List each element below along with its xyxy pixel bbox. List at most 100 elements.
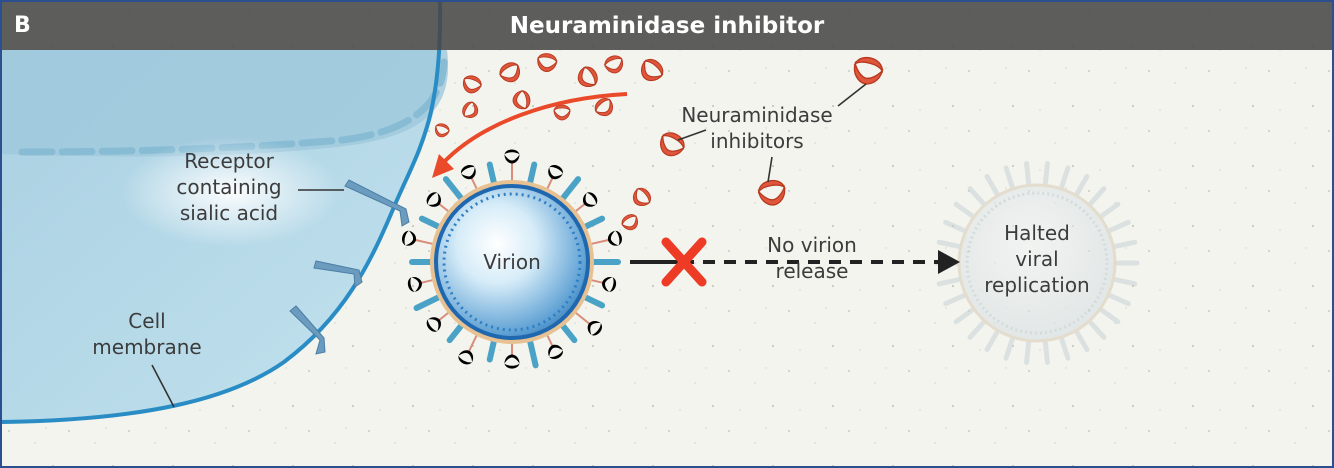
neuraminidase-stalk xyxy=(545,333,554,348)
inhibitor-molecule xyxy=(462,101,479,118)
cell-membrane-label-line1: Cell xyxy=(128,309,166,333)
halted-spike xyxy=(1105,292,1131,307)
inhibitor-molecule xyxy=(462,75,483,94)
virion xyxy=(402,149,622,369)
panel-title: Neuraminidase inhibitor xyxy=(509,13,825,39)
hemagglutinin-spike xyxy=(442,176,466,203)
inhibitor-molecule xyxy=(587,320,602,336)
halted-spike xyxy=(1042,338,1050,365)
inhibitor-molecule xyxy=(461,165,476,180)
inhibitor-molecule xyxy=(607,230,622,246)
neuraminidase-stalk xyxy=(589,238,610,246)
halted-spike xyxy=(1073,328,1090,353)
hemagglutinin-spike xyxy=(486,161,498,188)
neuraminidase-stalk xyxy=(470,176,479,191)
cell-nucleus xyxy=(2,50,449,157)
hemagglutinin-spike xyxy=(526,336,539,369)
release-arrowhead xyxy=(938,250,960,274)
halted-spike xyxy=(936,276,964,287)
inhibitor-molecule xyxy=(577,66,598,87)
halted-spike xyxy=(1097,201,1121,220)
cell-membrane-label-line2: membrane xyxy=(92,335,202,359)
block-x-icon xyxy=(661,237,707,287)
hemagglutinin-spike xyxy=(581,215,606,231)
inhibitors-label-line2: inhibitors xyxy=(710,129,804,153)
halted-label-line1: Halted xyxy=(1004,221,1070,245)
inhibitor-molecule xyxy=(553,104,571,121)
receptor-label: Receptor containing sialic acid xyxy=(154,148,304,226)
halted-spike xyxy=(1058,334,1071,361)
sialic-acid-receptors xyxy=(289,179,410,355)
halted-spike xyxy=(943,219,969,234)
title-bar xyxy=(2,2,1332,50)
hemagglutinin-spike xyxy=(446,321,466,344)
inhibitor-molecule xyxy=(621,214,638,231)
cell-membrane-label: Cell membrane xyxy=(72,308,222,360)
inhibitor-molecule xyxy=(504,354,520,369)
halted-spike xyxy=(984,328,1001,353)
hemagglutinin-spike xyxy=(558,176,582,203)
halted-spike xyxy=(1003,165,1016,192)
halted-spike xyxy=(984,173,1001,198)
halted-label-line3: replication xyxy=(984,273,1090,297)
halted-spike xyxy=(1110,276,1138,287)
halted-spike xyxy=(936,239,964,250)
inhibitor-molecule xyxy=(853,56,884,85)
halted-spike xyxy=(1024,161,1032,188)
neuraminidase-stalk xyxy=(573,202,587,213)
inhibitor-molecule xyxy=(407,276,422,292)
inhibitor-molecule xyxy=(434,123,450,138)
neuraminidase-stalk xyxy=(589,278,604,284)
inhibitors-label: Neuraminidase inhibitors xyxy=(672,102,842,154)
halted-virion xyxy=(934,161,1140,365)
hemagglutinin-spike xyxy=(418,215,443,231)
receptor-label-line1: Receptor xyxy=(184,149,274,173)
halted-spike xyxy=(1073,173,1090,198)
inhibitor-molecule xyxy=(632,187,651,206)
panel-letter: B xyxy=(14,13,31,38)
no-release-label-line1: No virion xyxy=(767,233,857,257)
inhibitor-molecule xyxy=(594,98,613,117)
neuraminidase-stalk xyxy=(467,333,479,353)
neuraminidase-stalk xyxy=(437,202,451,213)
receptor-label-line2: containing xyxy=(176,175,282,199)
inhibitors-label-line1: Neuraminidase xyxy=(681,103,833,127)
halted-spike xyxy=(967,186,988,208)
leader-lines xyxy=(151,83,867,408)
virion-label: Virion xyxy=(483,250,541,274)
inhibitor-molecule xyxy=(504,149,520,164)
halted-spike xyxy=(953,201,977,220)
inhibitor-molecule xyxy=(458,350,474,365)
hemagglutinin-spike xyxy=(486,336,498,363)
inhibitor-molecule xyxy=(426,192,441,207)
halted-spike xyxy=(1003,334,1016,361)
halted-spike xyxy=(1024,338,1032,365)
halted-spike xyxy=(1097,306,1121,325)
cell-membrane xyxy=(2,2,443,424)
receptor-label-line3: sialic acid xyxy=(179,201,279,225)
neuraminidase-stalk xyxy=(573,311,591,326)
no-release-label-line2: release xyxy=(775,259,849,283)
neuraminidase-stalk xyxy=(420,278,435,284)
halted-spike xyxy=(1105,219,1131,234)
hemagglutinin-spike xyxy=(558,321,578,344)
hemagglutinin-spike xyxy=(581,293,606,309)
inhibitor-molecule xyxy=(402,230,417,246)
inhibitor-molecule xyxy=(660,132,686,157)
halted-spike xyxy=(1042,161,1050,188)
halted-spike xyxy=(1058,165,1071,192)
halted-spike xyxy=(943,292,969,307)
inhibitor-molecule xyxy=(603,55,624,74)
inhibitor-molecule xyxy=(602,276,617,292)
halted-label-line2: viral xyxy=(1015,247,1059,271)
inhibitor-molecule xyxy=(512,90,531,110)
inhibitor-molecule xyxy=(757,179,786,206)
halted-spike xyxy=(1086,186,1107,208)
neuraminidase-stalk xyxy=(545,176,554,191)
hemagglutinin-spike xyxy=(526,161,538,188)
inhibitor-molecule xyxy=(548,165,563,180)
halted-label: Halted viral replication xyxy=(972,220,1102,298)
nucleus-envelope xyxy=(18,58,448,156)
